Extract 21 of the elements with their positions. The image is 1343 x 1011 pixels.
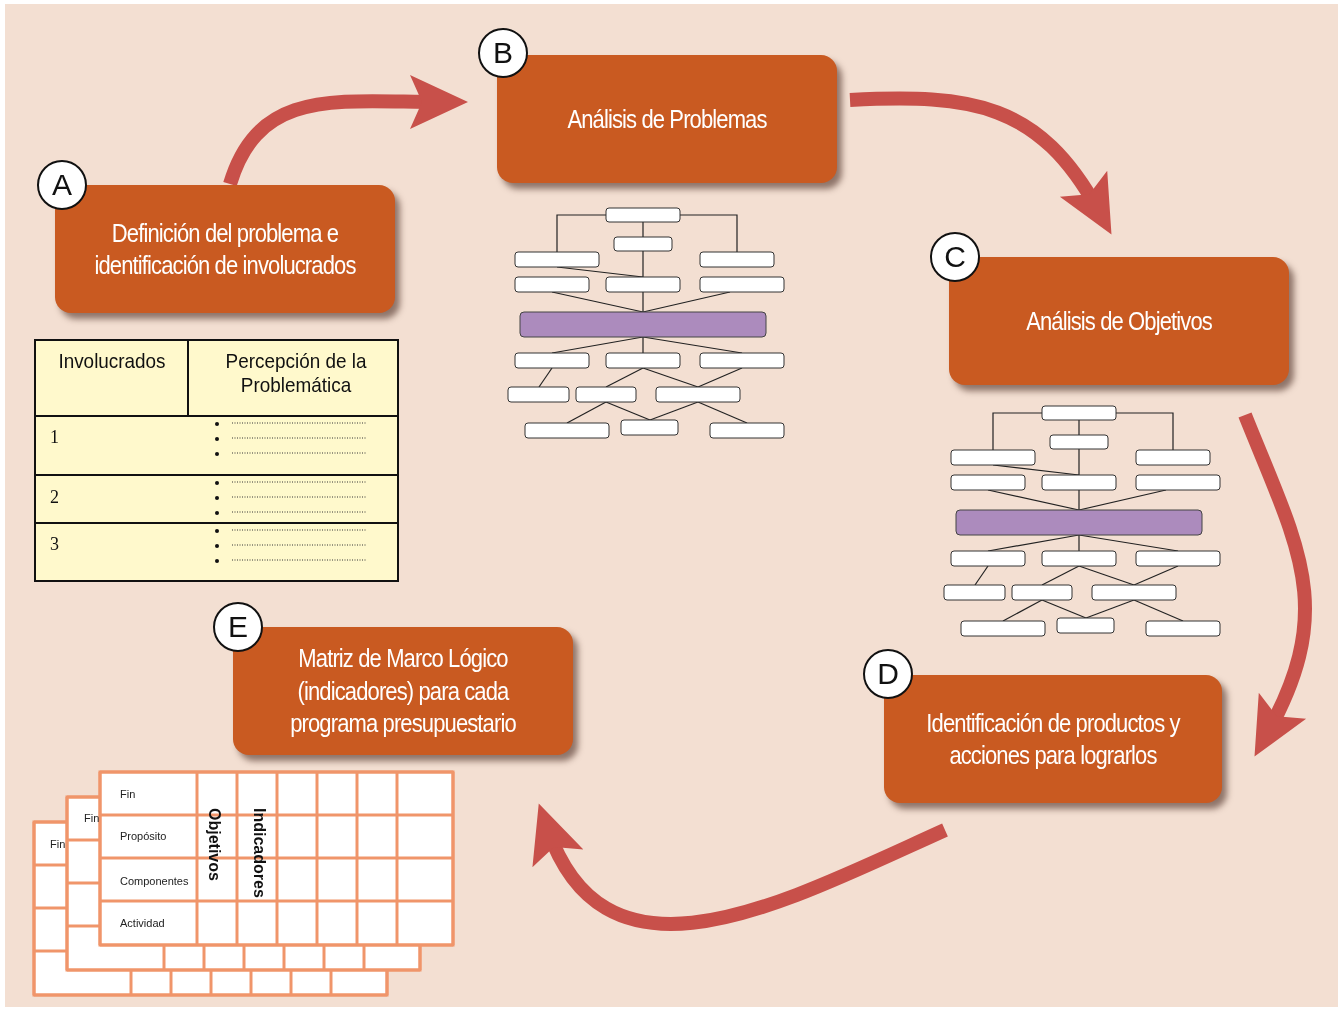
curved-arrow	[223, 74, 468, 187]
matrix-row-label: Propósito	[120, 830, 167, 842]
node-label: Análisis de Objetivos	[1025, 305, 1213, 337]
node-label: Matriz de Marco Lógico (indicadores) para cada programa presupuestario	[289, 643, 517, 740]
curved-arrow	[849, 91, 1113, 234]
row-number: 2	[50, 487, 59, 508]
curved-arrow	[1238, 412, 1312, 758]
matrix-column-header: Indicadores	[250, 808, 268, 898]
table-header: Percepción de la Problemática	[224, 349, 368, 397]
row-number: 1	[50, 427, 59, 448]
node-label: Identificación de productos y acciones para lograrlos	[925, 707, 1182, 771]
row-number: 3	[50, 534, 59, 555]
node-label: Análisis de Problemas	[566, 103, 768, 135]
table-header: Involucrados	[57, 349, 167, 373]
matrix-column-header: Objetivos	[205, 808, 223, 881]
matrix-row-label: Fin	[50, 838, 66, 850]
matrix-row-label: Fin	[84, 812, 100, 824]
node-label: Definición del problema e identificación de involucrados	[93, 217, 357, 281]
matrix-row-label: Actividad	[120, 917, 165, 929]
matrix-row-label: Componentes	[120, 875, 189, 887]
matrix-row-label: Fin	[120, 788, 136, 800]
